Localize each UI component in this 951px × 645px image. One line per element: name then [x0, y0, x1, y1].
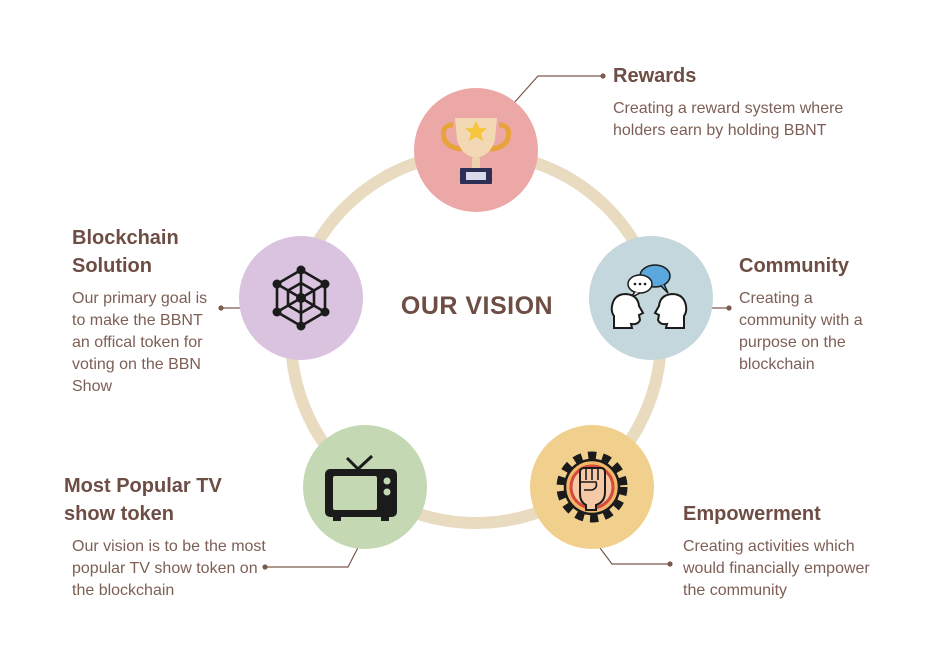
conversation-icon	[610, 264, 688, 329]
rewards-block: Rewards Creating a reward system where h…	[613, 62, 863, 142]
tv-block: Most Popular TV show token Our vision is…	[64, 472, 274, 602]
connector-blockchain	[218, 305, 241, 311]
community-block: Community Creating a community with a pu…	[739, 252, 879, 376]
connector-rewards	[512, 73, 606, 105]
community-circle	[589, 236, 713, 360]
blockchain-block: Blockchain Solution Our primary goal is …	[72, 224, 222, 398]
blockchain-description: Our primary goal is to make the BBNT an …	[72, 290, 208, 395]
community-description: Creating a community with a purpose on t…	[739, 290, 863, 373]
community-title: Community	[739, 255, 849, 277]
raised-fist-gear-icon	[556, 451, 628, 523]
trophy-icon	[440, 118, 512, 184]
rewards-description: Creating a reward system where holders e…	[613, 100, 844, 139]
blockchain-title: Blockchain Solution	[72, 227, 179, 277]
empowerment-description: Creating activities which would financia…	[683, 538, 870, 599]
television-icon	[325, 454, 397, 521]
rewards-title: Rewards	[613, 65, 697, 87]
blockchain-network-icon	[272, 265, 330, 331]
tv-title: Most Popular TV show token	[64, 475, 222, 525]
center-title: OUR VISION	[400, 292, 554, 320]
empowerment-title: Empowerment	[683, 503, 821, 525]
empowerment-block: Empowerment Creating activities which wo…	[683, 500, 893, 602]
tv-description: Our vision is to be the most popular TV …	[72, 538, 266, 599]
